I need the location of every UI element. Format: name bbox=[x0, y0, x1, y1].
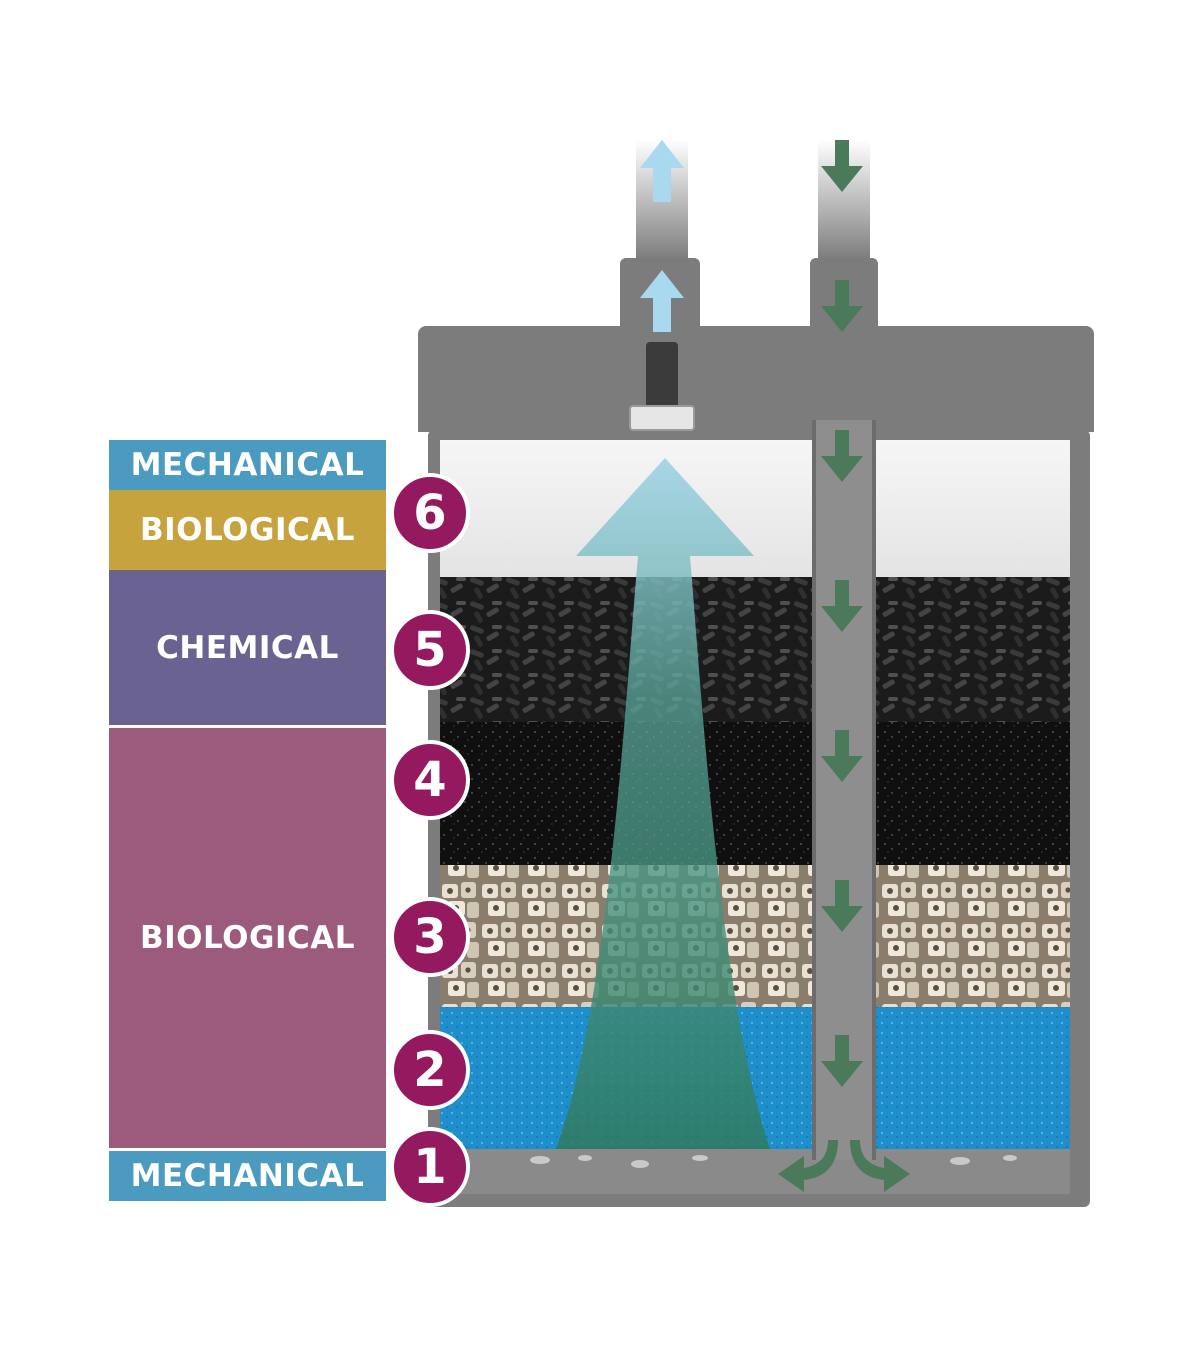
bottom-curl-arrow-icons bbox=[778, 1140, 910, 1192]
layer-5-activated-carbon bbox=[440, 577, 1070, 722]
category-biological-top: BIOLOGICAL bbox=[109, 490, 386, 570]
debris bbox=[530, 1155, 1017, 1168]
layer-badge-4: 4 bbox=[390, 740, 470, 820]
category-chemical: CHEMICAL bbox=[109, 570, 386, 725]
impeller-shaft bbox=[646, 342, 678, 408]
canister-head bbox=[418, 258, 1094, 432]
impeller bbox=[629, 405, 695, 431]
layer-1-bottom-chamber bbox=[440, 1149, 1070, 1194]
category-biological-main: BIOLOGICAL bbox=[109, 728, 386, 1148]
layer-badge-5: 5 bbox=[390, 610, 470, 690]
upflow-arrow bbox=[556, 458, 770, 1149]
outflow-arrow-icons bbox=[640, 140, 684, 332]
category-mechanical-bottom: MECHANICAL bbox=[109, 1151, 386, 1201]
layer-badge-2: 2 bbox=[390, 1030, 470, 1110]
layer-6-filter-wool bbox=[440, 440, 1070, 577]
layer-badge-6: 6 bbox=[390, 473, 470, 553]
layer-badge-1: 1 bbox=[390, 1127, 470, 1207]
category-mechanical-top: MECHANICAL bbox=[109, 440, 386, 490]
layer-3-ceramic-rings bbox=[440, 865, 1070, 1007]
layer-badge-3: 3 bbox=[390, 897, 470, 977]
inflow-arrow-icons bbox=[821, 140, 863, 1087]
layer-4-fine-sponge bbox=[440, 722, 1070, 865]
